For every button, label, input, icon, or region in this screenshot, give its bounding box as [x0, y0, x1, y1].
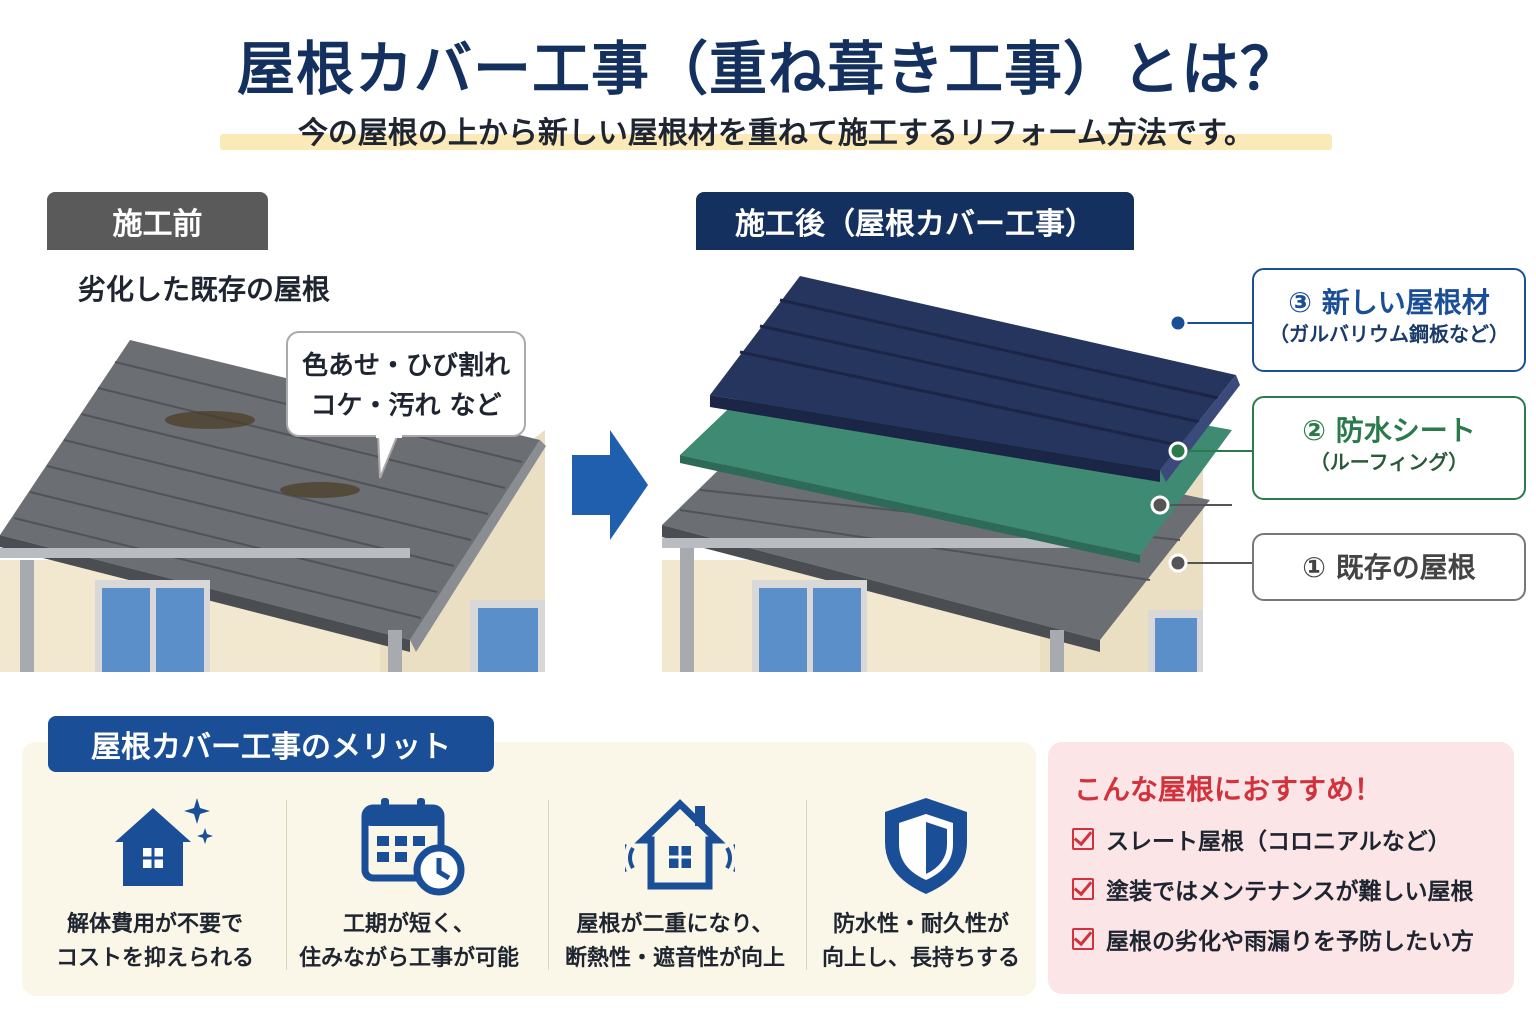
callout-new-roof-label: ③ 新しい屋根材	[1288, 286, 1490, 319]
checkbox-icon	[1072, 878, 1094, 900]
shield-icon	[885, 798, 967, 894]
callout-waterproof: ② 防水シート （ルーフィング）	[1252, 396, 1526, 500]
calendar-clock-icon	[361, 798, 465, 896]
merit-text-2: 工期が短く、 住みながら工事が可能	[284, 908, 534, 976]
merit-item-2: 工期が短く、 住みながら工事が可能	[284, 790, 534, 990]
subtitle-block: 今の屋根の上から新しい屋根材を重ねて施工するリフォーム方法です。	[220, 108, 1332, 152]
recommend-item-text: 塗装ではメンテナンスが難しい屋根	[1106, 879, 1474, 905]
recommend-item: 塗装ではメンテナンスが難しい屋根	[1072, 872, 1474, 906]
leader-lines	[1150, 313, 1252, 573]
recommend-title: こんな屋根におすすめ！	[1074, 773, 1383, 806]
merit-2-line2: 住みながら工事が可能	[298, 946, 519, 971]
divider	[806, 800, 807, 970]
checkbox-icon	[1072, 828, 1094, 850]
checkbox-icon	[1072, 928, 1094, 950]
merit-tag: 屋根カバー工事のメリット	[48, 716, 494, 772]
house-sound-icon	[625, 799, 735, 890]
bubble-line-2: コケ・汚れ など	[310, 391, 502, 421]
merit-4-line2: 向上し、長持ちする	[821, 946, 1020, 971]
divider	[286, 800, 287, 970]
subtitle: 今の屋根の上から新しい屋根材を重ねて施工するリフォーム方法です。	[297, 116, 1255, 151]
page-title: 屋根カバー工事（重ね葺き工事）とは？	[236, 35, 1299, 103]
merit-2-line1: 工期が短く、	[342, 912, 475, 937]
divider	[548, 800, 549, 970]
recommend-item: 屋根の劣化や雨漏りを予防したい方	[1072, 922, 1474, 956]
merit-1-line2: コストを抑えられる	[55, 946, 254, 971]
merit-text-4: 防水性・耐久性が 向上し、長持ちする	[796, 908, 1046, 976]
subtitle-highlight	[220, 134, 1332, 150]
after-tag: 施工後（屋根カバー工事）	[696, 192, 1134, 250]
merit-item-4: 防水性・耐久性が 向上し、長持ちする	[796, 790, 1046, 990]
arrow-icon	[572, 430, 648, 540]
house-sparkle-icon	[115, 798, 213, 886]
damage-bubble	[286, 331, 526, 479]
merit-text-1: 解体費用が不要で コストを抑えられる	[30, 908, 280, 976]
bubble-line-1: 色あせ・ひび割れ	[301, 351, 510, 381]
before-tag: 施工前	[47, 192, 268, 250]
before-house	[0, 340, 546, 672]
callout-existing-roof-label: ① 既存の屋根	[1302, 551, 1476, 584]
merit-item-1: 解体費用が不要で コストを抑えられる	[30, 790, 280, 990]
merit-text-3: 屋根が二重になり、 断熱性・遮音性が向上	[550, 908, 800, 976]
callout-existing-roof: ① 既存の屋根	[1252, 533, 1526, 601]
merit-3-line2: 断熱性・遮音性が向上	[564, 946, 785, 971]
before-caption: 劣化した既存の屋根	[78, 273, 331, 306]
callout-waterproof-sub: （ルーフィング）	[1309, 450, 1469, 474]
callout-new-roof: ③ 新しい屋根材 （ガルバリウム鋼板など）	[1252, 268, 1526, 372]
merit-panel	[22, 742, 1036, 996]
merit-1-line1: 解体費用が不要で	[66, 912, 243, 937]
merit-3-line1: 屋根が二重になり、	[576, 912, 774, 937]
recommend-item-text: スレート屋根（コロニアルなど）	[1106, 829, 1451, 855]
merit-4-line1: 防水性・耐久性が	[832, 912, 1009, 937]
callout-waterproof-label: ② 防水シート	[1302, 414, 1476, 447]
merit-item-3: 屋根が二重になり、 断熱性・遮音性が向上	[550, 790, 800, 990]
recommend-item-text: 屋根の劣化や雨漏りを予防したい方	[1106, 929, 1474, 955]
callout-new-roof-sub: （ガルバリウム鋼板など）	[1269, 322, 1509, 346]
recommend-panel	[1048, 742, 1514, 994]
damage-bubble-text: 色あせ・ひび割れ コケ・汚れ など	[287, 346, 525, 426]
roof-illustration	[0, 276, 1252, 672]
recommend-item: スレート屋根（コロニアルなど）	[1072, 822, 1451, 856]
after-house	[662, 276, 1240, 672]
